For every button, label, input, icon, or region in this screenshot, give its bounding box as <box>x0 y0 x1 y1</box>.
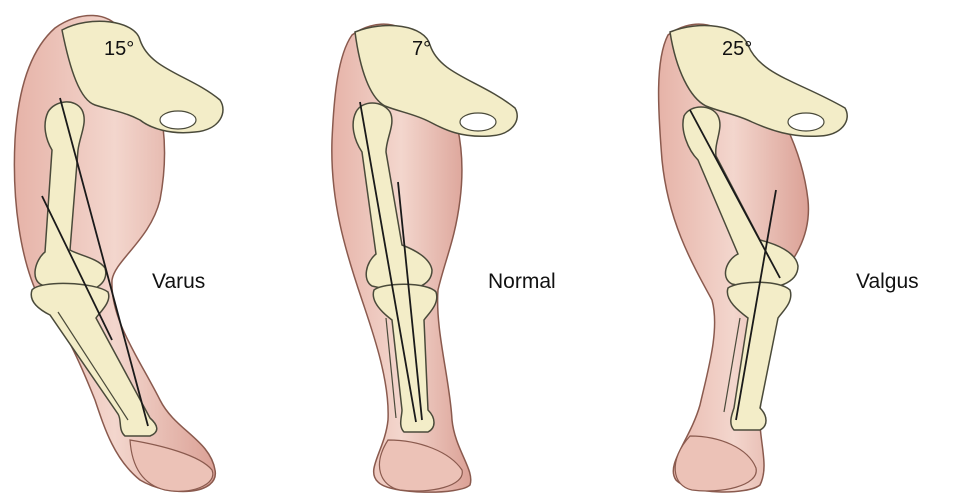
valgus-obturator <box>788 113 824 131</box>
varus-leg <box>14 15 223 491</box>
valgus-angle-label: 25° <box>722 38 752 61</box>
varus-label: Varus <box>152 270 205 294</box>
varus-angle-label: 15° <box>104 38 134 61</box>
normal-obturator <box>460 113 496 131</box>
normal-label: Normal <box>488 270 556 294</box>
normal-leg <box>332 24 517 492</box>
valgus-label: Valgus <box>856 270 919 294</box>
valgus-leg <box>659 24 848 492</box>
varus-obturator <box>160 111 196 129</box>
normal-angle-label: 7° <box>412 38 431 61</box>
